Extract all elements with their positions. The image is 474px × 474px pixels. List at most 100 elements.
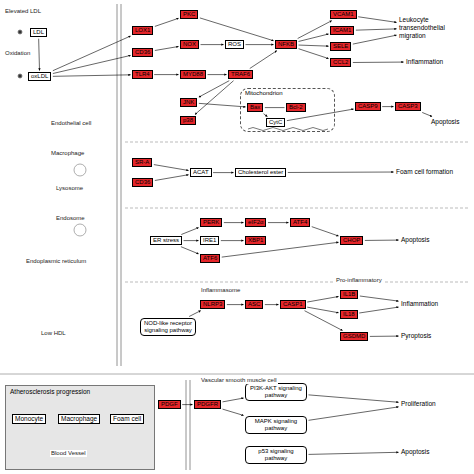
phenotype-text: Leukocyte transendothelial migration [398,16,468,39]
node-text: Cholesterol ester [238,169,283,176]
node-text: Monocyte [15,415,43,423]
gene-box: ER stress [150,236,182,245]
phenotype-text: Proliferation [400,400,437,408]
connector-arrow [200,18,274,41]
gene-box: VCAM1 [330,10,357,19]
connector-arrow [154,74,178,75]
node-text: IL18 [343,311,355,318]
phenotype-text: Inflammation [405,58,444,66]
node-text: NOX [183,41,196,48]
gene-box: PDGF [158,400,181,409]
connector-arrow [307,296,338,302]
node-text: ER stress [153,237,179,244]
node-text: MAPK signaling pathway [249,418,303,432]
connector-arrow [227,304,244,305]
connector-arrow [422,112,432,116]
gene-box: IL18 [340,310,358,319]
node-text: SR-A [135,159,149,166]
node-text: IL1B [343,291,355,298]
node-text: CASP9 [358,103,378,110]
gene-box: PDGFR [194,400,221,409]
connector-arrow [356,29,397,30]
connector-arrow [224,222,244,223]
node-text: NFKB [278,41,294,48]
gene-box: PERK [200,218,222,227]
node-text: CCL2 [333,59,348,66]
node-text: Apoptosis [401,448,430,456]
region-label: Blood Vessel [50,450,87,457]
connector-arrow [353,35,397,44]
gene-box: NLRP3 [200,300,225,309]
node-text: PDGF [161,401,178,408]
connector-arrow [365,240,399,241]
connector-arrow [155,175,189,181]
gene-box: CASP1 [280,300,306,309]
region-label: Macrophage [50,150,85,157]
gene-box: LDL [30,28,47,37]
node-text: XBP1 [248,237,263,244]
node-text: PKC [183,11,195,18]
gene-box: Macrophage [58,414,100,424]
gene-box: GSDMD [340,332,368,341]
node-text: Bcl-2 [289,104,303,111]
gene-box: ACAT [190,168,212,177]
gene-box: XBP1 [245,236,266,245]
node-text: NLRP3 [203,301,222,308]
gene-box: ATF4 [290,218,310,227]
node-text: VCAM1 [333,11,354,18]
gene-box: oxLDL [28,72,51,81]
node-text: GSDMD [343,333,365,340]
gene-box: TRAF6 [228,70,253,79]
region-label: Endothelial cell [50,120,92,127]
node-text: TRAF6 [231,71,250,78]
connector-arrow [208,74,227,75]
node-text: p53 signaling pathway [249,448,303,462]
gene-box: p38 [180,116,196,125]
connector-arrow [265,304,279,305]
gene-box: CASP9 [355,102,381,111]
gene-box: SELE [330,42,351,51]
node-text: CD36 [135,179,150,186]
node-text: JNK [183,99,194,106]
connector-arrow [38,39,40,71]
connector-arrow [353,62,404,63]
node-text: ATF6 [203,255,217,262]
gene-box: PKC [180,10,198,19]
node-text: Foam cell formation [396,168,453,176]
connector-arrow [312,227,339,236]
gene-box: NOX [180,40,199,49]
connector-arrow [299,34,329,41]
node-text: PI3K-AKT signaling pathway [249,385,303,399]
gene-box: CytC [266,118,285,127]
node-text: Atherosclerosis progression [10,388,150,396]
connector-arrow [309,407,399,420]
connector-arrow [53,75,131,77]
node-text: NOD-like receptor signaling pathway [144,320,192,334]
pathway-box: PI3K-AKT signaling pathway [245,383,307,401]
region-label: Pro-inflammatory [335,277,383,284]
node-text: LOX1 [135,27,150,34]
node-text: ROS [228,41,241,48]
node-text: Inflammation [401,300,438,308]
phenotype-text: Foam cell formation [395,168,454,176]
connector-arrow [181,247,199,254]
connector-arrow [223,398,244,402]
connector-arrow [299,45,329,46]
connector-arrow [265,107,285,108]
pathway-box: MAPK signaling pathway [245,416,307,434]
gene-box: MYD88 [180,70,206,79]
region-label: Lysosome [55,185,84,192]
connector-arrow [181,228,198,235]
connector-arrow [221,240,244,241]
connector-arrow [305,311,343,331]
node-text: Macrophage [61,415,97,423]
gene-box: ATF6 [200,254,220,263]
connector-arrow [307,307,338,313]
node-text: CASP3 [398,103,418,110]
phenotype-text: Inflammation [400,300,439,308]
gene-box: CCL2 [330,58,351,67]
region-label: Elevated LDL [4,8,42,15]
connector-arrow [359,307,398,313]
